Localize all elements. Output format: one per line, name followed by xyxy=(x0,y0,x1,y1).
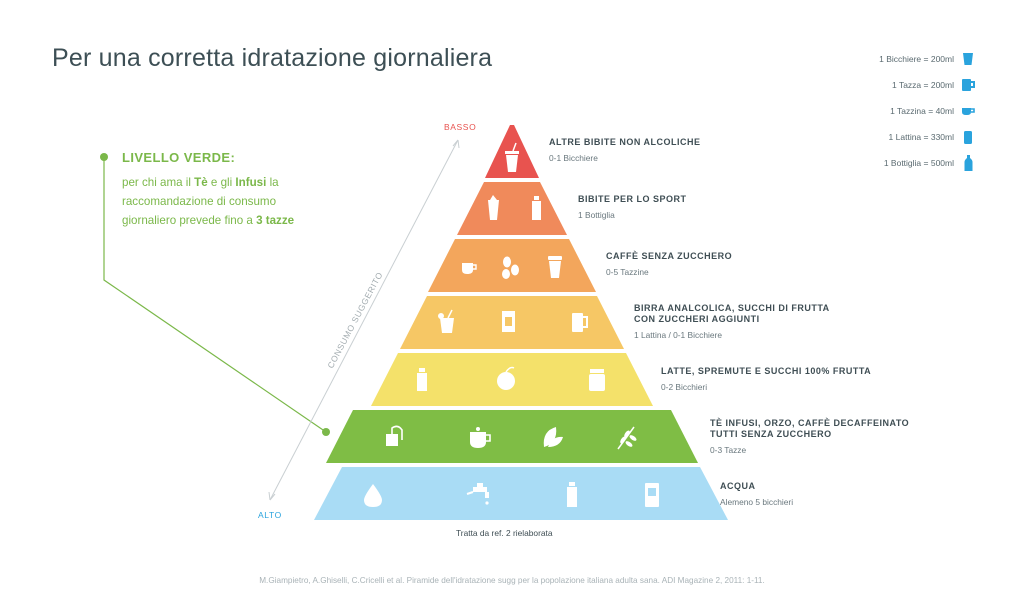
page-title: Per una corretta idratazione giornaliera xyxy=(52,44,493,72)
level-title-line2: TUTTI SENZA ZUCCHERO xyxy=(710,429,832,439)
barley-icon xyxy=(617,426,637,450)
level-subtitle: 1 Bottiglia xyxy=(578,210,615,220)
orange-icon xyxy=(497,366,515,390)
level-label-4: BIRRA ANALCOLICA, SUCCHI DI FRUTTA CON Z… xyxy=(634,303,830,340)
level-title: LATTE, SPREMUTE E SUCCHI 100% FRUTTA xyxy=(661,366,872,376)
legend-item-mug: 1 Tazza = 200ml xyxy=(879,72,976,98)
consumption-axis-arrow xyxy=(268,139,460,501)
adaptation-note: Tratta da ref. 2 rielaborata xyxy=(456,528,553,538)
callout-bold-infusi: Infusi xyxy=(235,176,267,189)
callout-text: per chi ama il Tè e gli Infusi la raccom… xyxy=(122,173,332,230)
shaker-icon xyxy=(488,195,499,220)
legend-label: 1 Lattina = 330ml xyxy=(888,132,954,142)
pyramid-tier-2 xyxy=(457,182,567,235)
level-label-2: BIBITE PER LO SPORT 1 Bottiglia xyxy=(578,194,687,220)
level-title: CAFFÈ SENZA ZUCCHERO xyxy=(606,251,733,261)
tea-leaves-icon xyxy=(543,427,563,447)
callout-text-part: per chi ama il xyxy=(122,176,195,189)
legend-label: 1 Tazzina = 40ml xyxy=(890,106,954,116)
level-subtitle: 0-3 Tazze xyxy=(710,445,747,455)
legend-item-bottle: 1 Bottiglia = 500ml xyxy=(879,150,976,176)
water-dispenser-icon xyxy=(645,483,659,507)
pyramid-tier-7 xyxy=(314,467,728,520)
takeaway-cup-icon xyxy=(548,256,562,278)
callout-bold-tazze: 3 tazze xyxy=(256,214,295,227)
soda-cup-icon xyxy=(505,142,519,172)
juice-glass-icon xyxy=(438,309,454,333)
level-subtitle: 0-5 Tazzine xyxy=(606,267,649,277)
source-citation: M.Giampietro, A.Ghiselli, C.Cricelli et … xyxy=(259,576,765,585)
tea-cup-icon xyxy=(470,427,491,448)
level-label-3: CAFFÈ SENZA ZUCCHERO 0-5 Tazzine xyxy=(606,251,732,277)
level-title: ACQUA xyxy=(720,481,756,491)
level-title: ALTRE BIBITE NON ALCOLICHE xyxy=(549,137,701,147)
legend-label: 1 Bicchiere = 200ml xyxy=(879,54,954,64)
level-title: BIRRA ANALCOLICA, SUCCHI DI FRUTTA xyxy=(634,303,830,313)
level-label-6: TÈ INFUSI, ORZO, CAFFÈ DECAFFEINATO TUTT… xyxy=(710,418,909,455)
callout-bold-te: Tè xyxy=(194,176,208,189)
pyramid-tier-3 xyxy=(428,239,596,292)
juice-jar-icon xyxy=(589,369,605,391)
mug-icon xyxy=(960,77,976,93)
pyramid-tier-6 xyxy=(326,410,698,463)
legend-item-espresso: 1 Tazzina = 40ml xyxy=(879,98,976,124)
milk-bottle-icon xyxy=(417,368,427,391)
level-label-7: ACQUA Alemeno 5 bicchieri xyxy=(720,481,793,507)
sport-bottle-icon xyxy=(532,196,541,220)
level-label-5: LATTE, SPREMUTE E SUCCHI 100% FRUTTA 0-2… xyxy=(661,366,871,392)
unit-legend: 1 Bicchiere = 200ml 1 Tazza = 200ml 1 Ta… xyxy=(879,46,976,176)
legend-label: 1 Tazza = 200ml xyxy=(892,80,954,90)
level-subtitle: Alemeno 5 bicchieri xyxy=(720,497,794,507)
beer-mug-icon xyxy=(572,313,588,332)
green-level-callout: LIVELLO VERDE: per chi ama il Tè e gli I… xyxy=(122,150,332,230)
espresso-icon xyxy=(462,263,477,274)
level-subtitle: 0-1 Bicchiere xyxy=(549,153,598,163)
level-label-1: ALTRE BIBITE NON ALCOLICHE 0-1 Bicchiere xyxy=(549,137,701,163)
level-subtitle: 0-2 Bicchieri xyxy=(661,382,708,392)
water-bottle-icon xyxy=(567,482,577,507)
legend-label: 1 Bottiglia = 500ml xyxy=(883,158,954,168)
legend-item-glass: 1 Bicchiere = 200ml xyxy=(879,46,976,72)
juice-box-icon xyxy=(502,311,515,332)
bottle-icon xyxy=(960,154,976,171)
level-subtitle: 1 Lattina / 0-1 Bicchiere xyxy=(634,330,722,340)
callout-text-part: la raccomandazione di consumo giornalier… xyxy=(122,176,279,227)
teapot-icon xyxy=(386,425,403,446)
axis-label-high: ALTO xyxy=(258,510,282,520)
water-drop-icon xyxy=(364,484,382,507)
axis-label-low: BASSO xyxy=(444,122,477,132)
espresso-cup-icon xyxy=(960,103,976,119)
glass-icon xyxy=(960,51,976,67)
level-title: TÈ INFUSI, ORZO, CAFFÈ DECAFFEINATO xyxy=(710,418,910,428)
callout-text-part: e gli xyxy=(207,176,236,189)
coffee-beans-icon xyxy=(502,256,519,279)
legend-item-can: 1 Lattina = 330ml xyxy=(879,124,976,150)
callout-connector xyxy=(100,153,330,436)
level-title-line2: CON ZUCCHERI AGGIUNTI xyxy=(634,314,760,324)
tap-icon xyxy=(466,483,489,505)
can-icon xyxy=(960,129,976,145)
callout-title: LIVELLO VERDE: xyxy=(122,150,236,165)
level-title: BIBITE PER LO SPORT xyxy=(578,194,687,204)
